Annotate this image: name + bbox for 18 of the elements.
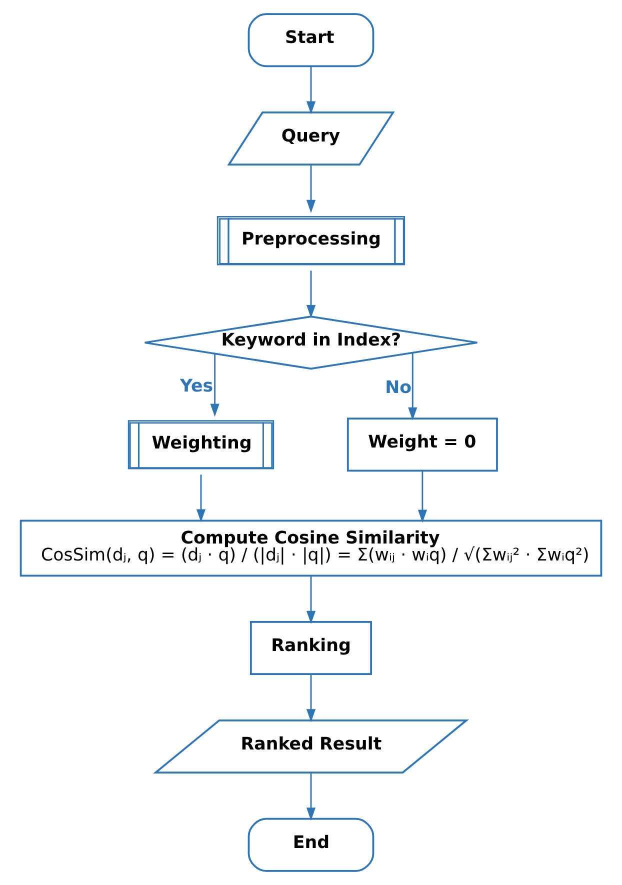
arrow: [418, 470, 428, 523]
arrow: [306, 674, 316, 722]
arrow: [306, 270, 316, 318]
arrow: [306, 66, 316, 114]
node-box: Compute Cosine Similarity CosSim(dⱼ, q) = (dⱼ · q) / (|dⱼ| · |q|) = Σ(wᵢⱼ · wᵢq) / √(Σwᵢⱼ² · Σwᵢq²): [20, 520, 602, 577]
arrow: [306, 576, 316, 624]
edge-label: No: [385, 378, 412, 398]
arrow: [210, 354, 220, 417]
node-diamond: Keyword in Index?: [144, 316, 478, 370]
arrow: [306, 772, 316, 821]
node-box: Weight = 0: [346, 418, 498, 472]
node-box: End: [248, 818, 374, 872]
arrow: [408, 352, 418, 420]
node-box: Ranking: [250, 621, 372, 676]
arrow: [196, 474, 206, 522]
arrow: [306, 164, 316, 213]
node-box: Start: [248, 13, 374, 68]
edge-label: Yes: [180, 376, 214, 397]
